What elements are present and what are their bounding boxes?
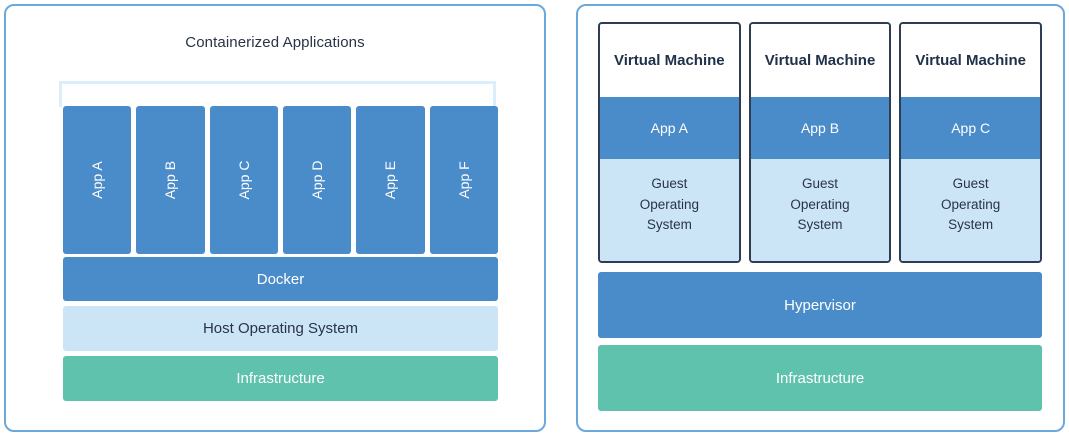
virtual-machine-1-app[interactable]: App A [600, 97, 739, 159]
app-container-a[interactable]: App A [63, 106, 132, 254]
app-container-e[interactable]: App E [356, 106, 425, 254]
infrastructure-layer-vms[interactable]: Infrastructure [598, 345, 1042, 411]
page-title: Containerized Applications [185, 34, 365, 51]
virtual-machine-2-app[interactable]: App B [750, 97, 890, 159]
host-operating-system-layer[interactable]: Host Operating System [63, 306, 498, 351]
hypervisor-layer[interactable]: Hypervisor [598, 272, 1042, 338]
virtual-machine-3-app[interactable]: App C [901, 97, 1041, 159]
app-container-b-label: App B [162, 160, 179, 200]
virtual-machine-1-title: Virtual Machine [600, 24, 739, 97]
app-container-b[interactable]: App B [136, 106, 205, 254]
app-containers-row: App A App B App C App D App E App F [63, 106, 498, 254]
app-container-f[interactable]: App F [429, 106, 498, 254]
infrastructure-layer-containers[interactable]: Infrastructure [63, 356, 498, 401]
virtual-machine-3-title: Virtual Machine [901, 24, 1041, 97]
app-container-d-label: App D [309, 160, 326, 200]
app-container-d[interactable]: App D [282, 106, 352, 254]
app-container-c-label: App C [235, 160, 252, 200]
virtual-machine-2-title: Virtual Machine [750, 24, 890, 97]
containerized-applications-panel: Containerized Applications App A App B A… [4, 4, 546, 432]
app-container-c[interactable]: App C [209, 106, 278, 254]
container-bracket [59, 81, 496, 107]
docker-layer[interactable]: Docker [63, 257, 498, 301]
app-container-e-label: App E [382, 160, 399, 200]
app-container-f-label: App F [455, 161, 472, 199]
app-container-a-label: App A [89, 161, 106, 199]
